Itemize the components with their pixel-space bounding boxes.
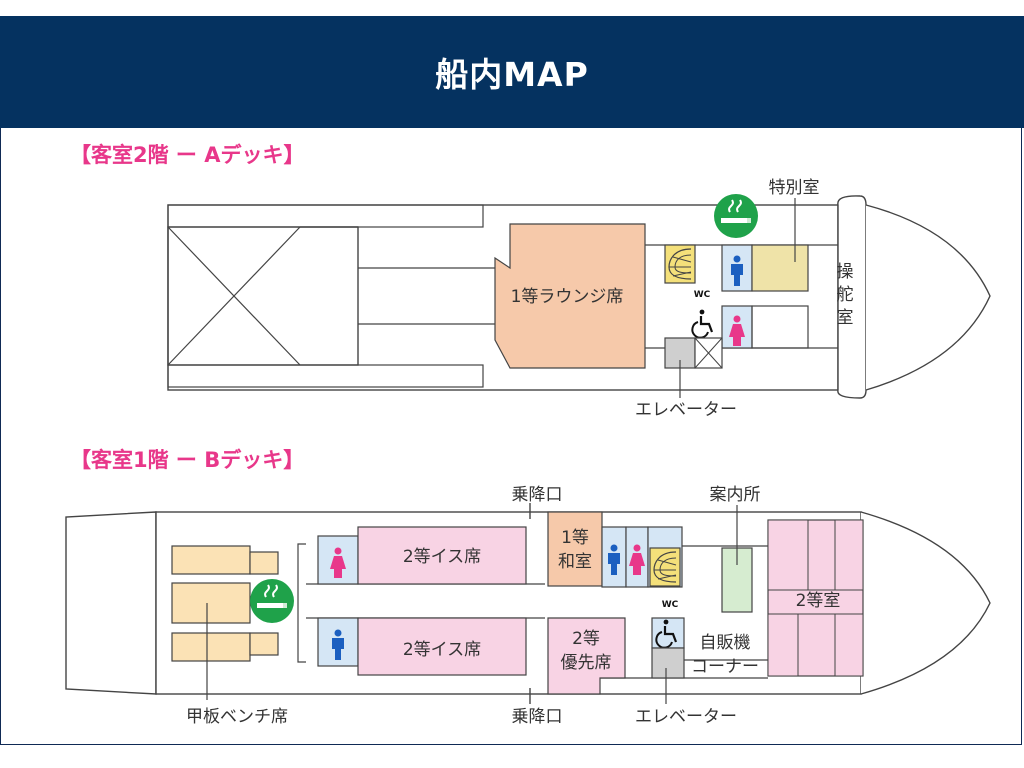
special-room <box>751 244 809 292</box>
bench-seat <box>171 632 251 662</box>
washitsu-label-2: 和室 <box>558 552 592 572</box>
boarding-label-top: 乗降口 <box>512 485 563 505</box>
bridge-label-1: 操 <box>837 262 854 282</box>
info-label: 案内所 <box>710 485 761 505</box>
lounge-label: 1等ラウンジ席 <box>511 287 624 307</box>
second-class-seats-lower <box>357 617 527 676</box>
wc-label-b: WC <box>662 600 679 610</box>
bridge-label-3: 室 <box>837 308 854 328</box>
wc-label-a: WC <box>694 290 711 300</box>
deck-b-title: 【客室1階 ー Bデッキ】 <box>70 448 304 472</box>
second-room-label: 2等室 <box>796 591 841 611</box>
page-title: 船内MAP <box>435 55 589 94</box>
elevator-label-a: エレベーター <box>635 400 737 420</box>
stairs-icon <box>664 244 696 284</box>
washitsu-label-1: 1等 <box>561 528 589 548</box>
elevator-shaft-b <box>651 647 685 679</box>
seat-upper-label: 2等イス席 <box>403 547 481 567</box>
second-class-room <box>767 519 864 677</box>
stairs-icon <box>649 547 681 587</box>
priority-label-2: 優先席 <box>561 653 612 673</box>
priority-seats <box>547 617 626 695</box>
deck-a-title: 【客室2階 ー Aデッキ】 <box>70 143 305 167</box>
first-class-lounge <box>494 223 646 369</box>
boarding-label-bottom: 乗降口 <box>512 707 563 727</box>
bridge-label-2: 舵 <box>837 285 854 305</box>
vending-label-2: コーナー <box>691 657 759 677</box>
smoking-area-icon <box>249 578 295 624</box>
vending-label-1: 自販機 <box>700 633 751 653</box>
bench-seat <box>171 582 251 624</box>
smoking-area-icon <box>713 193 759 239</box>
elevator-label-b: エレベーター <box>635 707 737 727</box>
bench-seat <box>171 545 251 575</box>
special-room-label: 特別室 <box>769 178 820 198</box>
priority-label-1: 2等 <box>572 629 600 649</box>
seat-lower-label: 2等イス席 <box>403 640 481 660</box>
bench-label: 甲板ベンチ席 <box>186 707 288 727</box>
second-class-seats-upper <box>357 526 527 585</box>
first-class-washitsu <box>547 511 603 587</box>
header-bar: 船内MAP <box>0 16 1024 128</box>
